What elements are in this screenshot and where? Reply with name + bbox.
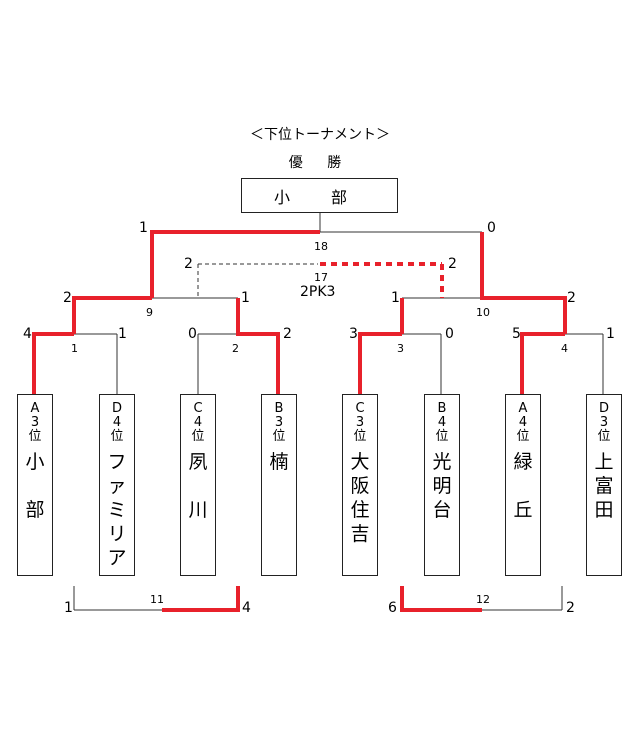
score-m9-left: 2: [63, 290, 72, 306]
m17-dashed: [197, 263, 318, 298]
score-m10-left: 1: [391, 290, 400, 306]
score-m17-pk: 2PK3: [300, 284, 336, 300]
score-m12-left: 6: [388, 600, 397, 616]
score-m2-right: 2: [283, 326, 292, 342]
score-m9-right: 1: [241, 290, 250, 306]
score-m4-right: 1: [606, 326, 615, 342]
match-number-4: 4: [561, 342, 568, 355]
score-m18-right: 0: [487, 220, 496, 236]
score-m3-right: 0: [445, 326, 454, 342]
score-m4-left: 5: [512, 326, 521, 342]
team-name: 緑 丘: [513, 451, 533, 521]
score-m12-right: 2: [566, 600, 575, 616]
winning-lines: [32, 230, 567, 612]
team-name: 光明台: [432, 451, 452, 521]
score-m3-left: 3: [349, 326, 358, 342]
team-name: ファミリア: [107, 451, 127, 569]
team-name: 小 部: [25, 451, 45, 521]
page-title: ＜下位トーナメント＞: [250, 127, 390, 143]
match-number-9: 9: [146, 306, 153, 319]
score-m11-left: 1: [64, 600, 73, 616]
match-number-11: 11: [150, 593, 164, 606]
match-number-3: 3: [397, 342, 404, 355]
score-m18-left: 1: [139, 220, 148, 236]
team-name: 夙 川: [188, 451, 208, 521]
team-name: 楠: [269, 451, 289, 473]
winner-label: 優 勝: [288, 155, 352, 171]
score-m17-left: 2: [184, 256, 193, 272]
match-number-2: 2: [232, 342, 239, 355]
match-number-1: 1: [71, 342, 78, 355]
score-m1-right: 1: [118, 326, 127, 342]
losing-lines: [73, 213, 604, 611]
team-name: 大阪住吉: [350, 451, 370, 545]
score-m11-right: 4: [242, 600, 251, 616]
match-number-18: 18: [314, 240, 328, 253]
match-number-12: 12: [476, 593, 490, 606]
score-m17-right: 2: [448, 256, 457, 272]
score-m2-left: 0: [188, 326, 197, 342]
match-number-10: 10: [476, 306, 490, 319]
score-m10-right: 2: [567, 290, 576, 306]
score-m1-left: 4: [23, 326, 32, 342]
m17-winner-dashed: [320, 262, 444, 298]
champion-box: 小 部: [241, 178, 398, 213]
team-name: 上富田: [594, 451, 614, 521]
match-number-17: 17: [314, 271, 328, 284]
